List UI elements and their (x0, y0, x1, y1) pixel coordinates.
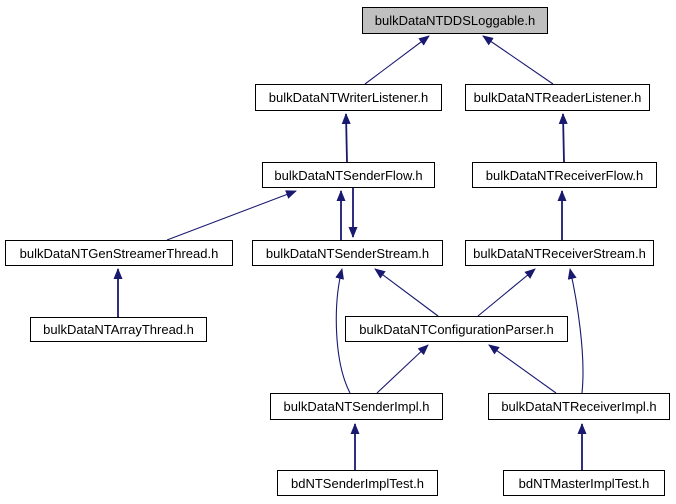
graph-node-sender_stream[interactable]: bulkDataNTSenderStream.h (252, 240, 443, 266)
graph-node-sender_impl[interactable]: bulkDataNTSenderImpl.h (270, 393, 443, 420)
edge-sender_flow-to-writer_listener (341, 113, 351, 163)
edge-gen_streamer-to-sender_flow (166, 190, 297, 241)
graph-node-gen_streamer[interactable]: bulkDataNTGenStreamerThread.h (5, 240, 233, 266)
edge-reader_listener-to-dds_loggable (482, 35, 554, 85)
graph-node-writer_listener[interactable]: bulkDataNTWriterListener.h (255, 84, 442, 111)
graph-node-reader_listener[interactable]: bulkDataNTReaderListener.h (465, 84, 650, 111)
edge-receiver_impl-to-receiver_stream (567, 268, 584, 394)
edge-writer_listener-to-dds_loggable (364, 35, 430, 85)
graph-node-receiver_impl[interactable]: bulkDataNTReceiverImpl.h (488, 393, 670, 420)
graph-node-dds_loggable: bulkDataNTDDSLoggable.h (362, 7, 548, 34)
edge-receiver_flow-to-reader_listener (558, 113, 568, 163)
edge-config_parser-to-receiver_stream (477, 268, 536, 317)
graph-node-receiver_stream[interactable]: bulkDataNTReceiverStream.h (465, 240, 654, 266)
edge-sender_impl-to-sender_stream (335, 268, 351, 394)
graph-node-sender_impl_test[interactable]: bdNTSenderImplTest.h (277, 470, 438, 496)
graph-node-sender_flow[interactable]: bulkDataNTSenderFlow.h (262, 162, 435, 188)
graph-node-master_impl_test[interactable]: bdNTMasterImplTest.h (503, 470, 665, 496)
graph-node-receiver_flow[interactable]: bulkDataNTReceiverFlow.h (472, 162, 657, 188)
graph-node-array_thread[interactable]: bulkDataNTArrayThread.h (30, 317, 207, 342)
edge-receiver_impl-to-config_parser (488, 344, 557, 394)
edge-config_parser-to-sender_stream (374, 268, 439, 317)
graph-node-config_parser[interactable]: bulkDataNTConfigurationParser.h (345, 316, 568, 342)
edge-sender_impl-to-config_parser (376, 344, 429, 394)
